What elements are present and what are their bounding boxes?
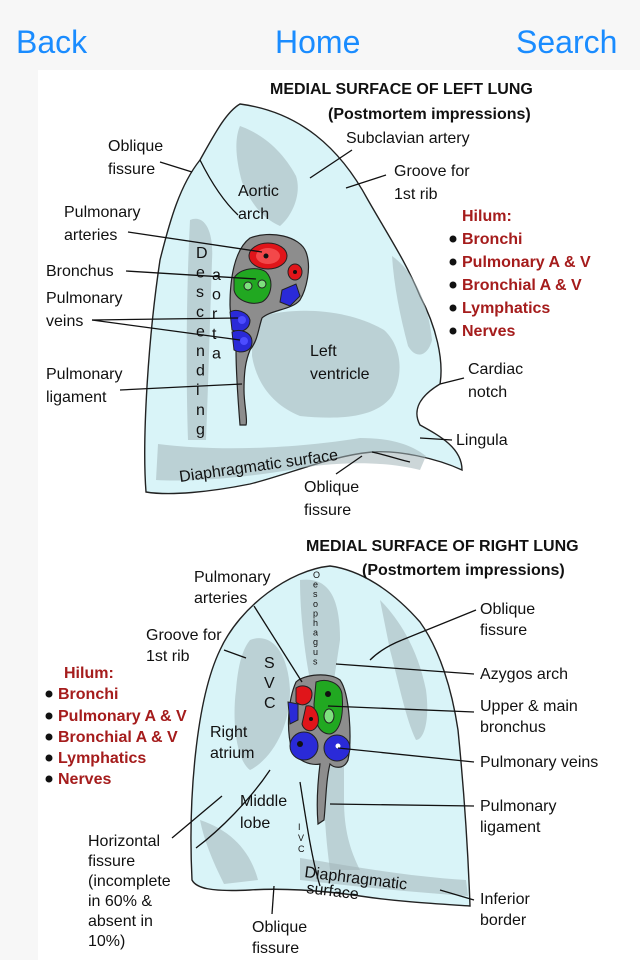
right-bronchus-mark bbox=[313, 680, 343, 735]
right-hilum-list: Hilum: Bronchi Pulmonary A & V Bronchial… bbox=[45, 665, 187, 788]
left-pulmonary-ligament-label-1: Pulmonary bbox=[46, 366, 122, 383]
right-groove-1st-rib-label-1: Groove for bbox=[146, 627, 222, 644]
left-pulmonary-veins-label-1: Pulmonary bbox=[46, 290, 122, 307]
right-pulmonary-arteries-label-2: arteries bbox=[194, 590, 247, 607]
right-pulmonary-ligament-label-2: ligament bbox=[480, 819, 541, 836]
right-pulmonary-arteries-label-1: Pulmonary bbox=[194, 569, 270, 586]
horizontal-fissure-label-4: in 60% & bbox=[88, 893, 152, 910]
aortic-arch-label-2: arch bbox=[238, 206, 269, 223]
middle-lobe-label-2: lobe bbox=[240, 815, 270, 832]
left-ventricle-label-2: ventricle bbox=[310, 366, 370, 383]
horizontal-fissure-label-6: 10%) bbox=[88, 933, 125, 950]
left-oblique-fissure-bottom-label-2: fissure bbox=[304, 502, 351, 519]
left-hilum-item-1: Bronchi bbox=[462, 231, 522, 248]
left-ventricle-label-1: Left bbox=[310, 343, 337, 360]
left-oblique-fissure-label-2: fissure bbox=[108, 161, 155, 178]
back-button[interactable]: Back bbox=[16, 24, 88, 60]
right-groove-1st-rib-label-2: 1st rib bbox=[146, 648, 190, 665]
right-hilum-heading: Hilum: bbox=[64, 665, 114, 682]
horizontal-fissure-label-3: (incomplete bbox=[88, 873, 171, 890]
inferior-border-label-1: Inferior bbox=[480, 891, 530, 908]
left-pulmonary-arteries-label-2: arteries bbox=[64, 227, 117, 244]
right-oblique-fissure-bottom-label-2: fissure bbox=[252, 940, 299, 957]
right-atrium-label-2: atrium bbox=[210, 745, 254, 762]
right-hilum-item-4: Lymphatics bbox=[58, 750, 146, 767]
left-pulmonary-ligament-label-2: ligament bbox=[46, 389, 107, 406]
cardiac-notch-label-2: notch bbox=[468, 384, 507, 401]
right-pulmonary-ligament-label-1: Pulmonary bbox=[480, 798, 556, 815]
right-bronchial-vein-mark bbox=[287, 701, 299, 725]
right-oblique-fissure-bottom-label-1: Oblique bbox=[252, 919, 307, 936]
left-hilum-item-2: Pulmonary A & V bbox=[462, 254, 591, 271]
horizontal-fissure-label-5: absent in bbox=[88, 913, 153, 930]
horizontal-fissure-label-1: Horizontal bbox=[88, 833, 160, 850]
inferior-border-label-2: border bbox=[480, 912, 527, 929]
right-atrium-label-1: Right bbox=[210, 724, 248, 741]
home-button[interactable]: Home bbox=[275, 24, 361, 60]
left-hilum-heading: Hilum: bbox=[462, 208, 512, 225]
left-title: MEDIAL SURFACE OF LEFT LUNG bbox=[270, 81, 533, 98]
right-pulmonary-vein-left-mark bbox=[289, 731, 319, 761]
upper-main-bronchus-label-2: bronchus bbox=[480, 719, 546, 736]
aortic-arch-label-1: Aortic bbox=[238, 183, 279, 200]
left-hilum-item-5: Nerves bbox=[462, 323, 515, 340]
upper-main-bronchus-label-1: Upper & main bbox=[480, 698, 578, 715]
left-bronchial-vein-mark bbox=[279, 283, 301, 307]
cardiac-notch-label-1: Cardiac bbox=[468, 361, 523, 378]
search-button[interactable]: Search bbox=[516, 24, 618, 60]
right-title: MEDIAL SURFACE OF RIGHT LUNG bbox=[306, 538, 579, 555]
left-pulmonary-arteries-label-1: Pulmonary bbox=[64, 204, 140, 221]
left-hilum-item-4: Lymphatics bbox=[462, 300, 550, 317]
right-hilum-item-2: Pulmonary A & V bbox=[58, 708, 187, 725]
horizontal-fissure-label-2: fissure bbox=[88, 853, 135, 870]
right-pulmonary-veins-label: Pulmonary veins bbox=[480, 754, 598, 771]
left-oblique-fissure-label-1: Oblique bbox=[108, 138, 163, 155]
subclavian-artery-label: Subclavian artery bbox=[346, 130, 470, 147]
right-hilum-item-3: Bronchial A & V bbox=[58, 729, 178, 746]
left-pulmonary-veins-label-2: veins bbox=[46, 313, 83, 330]
right-pulmonary-artery-mark bbox=[295, 685, 313, 706]
right-oblique-fissure-label-1: Oblique bbox=[480, 601, 535, 618]
left-subtitle: (Postmortem impressions) bbox=[328, 106, 531, 123]
left-hilum-item-3: Bronchial A & V bbox=[462, 277, 582, 294]
groove-1st-rib-label-1: Groove for bbox=[394, 163, 470, 180]
right-diaphragmatic-label-2: surface bbox=[306, 880, 360, 903]
right-hilum-item-5: Nerves bbox=[58, 771, 111, 788]
right-subtitle: (Postmortem impressions) bbox=[362, 562, 565, 579]
left-bronchus-label: Bronchus bbox=[46, 263, 114, 280]
right-hilum-item-1: Bronchi bbox=[58, 686, 118, 703]
left-hilum-list: Hilum: Bronchi Pulmonary A & V Bronchial… bbox=[449, 208, 591, 340]
groove-1st-rib-label-2: 1st rib bbox=[394, 186, 438, 203]
right-oblique-fissure-label-2: fissure bbox=[480, 622, 527, 639]
middle-lobe-label-1: Middle bbox=[240, 793, 287, 810]
left-oblique-fissure-bottom-label-1: Oblique bbox=[304, 479, 359, 496]
azygos-arch-label: Azygos arch bbox=[480, 666, 568, 683]
lingula-label: Lingula bbox=[456, 432, 508, 449]
